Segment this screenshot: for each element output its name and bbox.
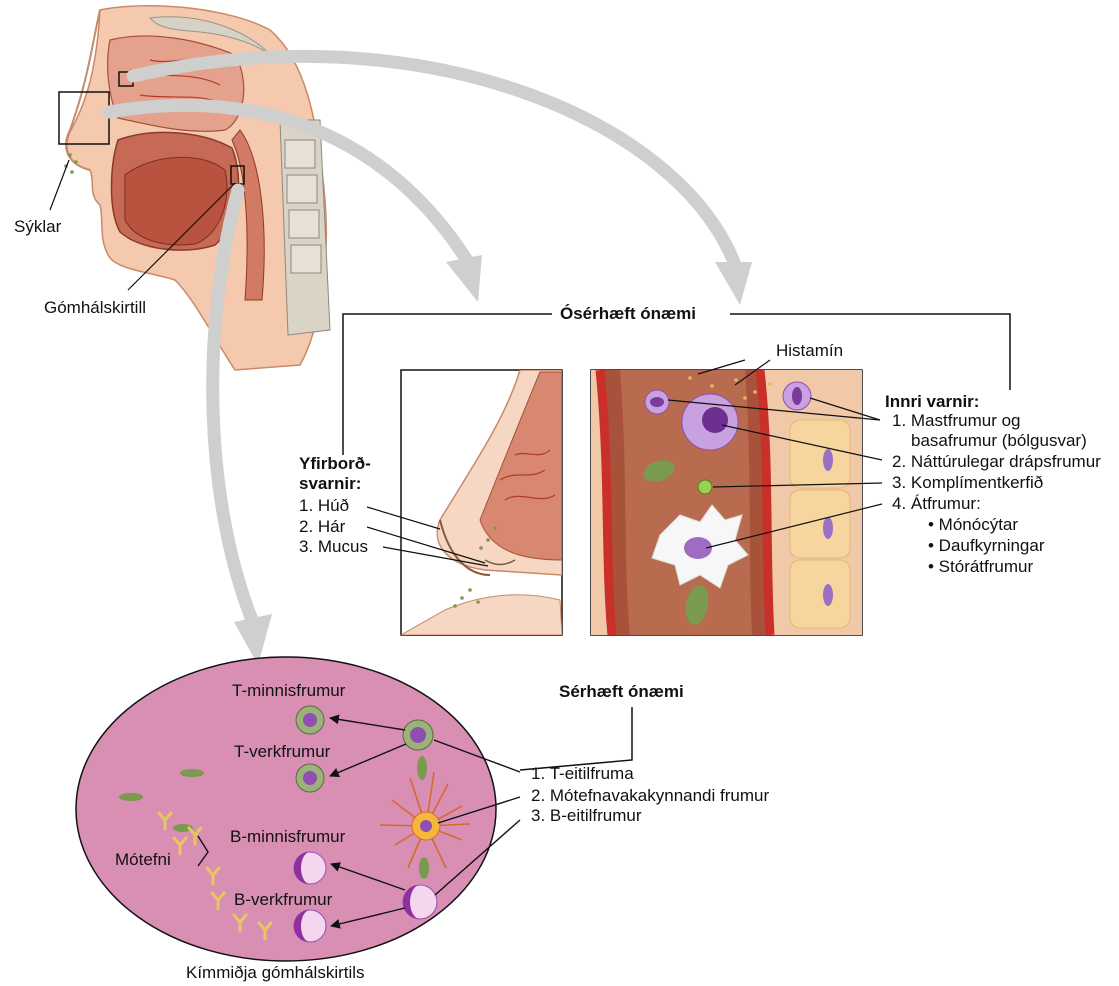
internal-item-3: 3. Komplímentkerfið [892,473,1044,492]
internal-item-1-cont: basafrumur (bólgusvar) [911,431,1087,450]
histamine-label: Histamín [776,341,844,360]
head-cross-section [49,4,331,371]
arrow-head-internal [715,262,752,305]
surface-pointers [366,506,489,567]
innate-immunity-title: Ósérhæft ónæmi [560,304,697,323]
internal-defenses-title: Innri varnir: [885,392,980,411]
antigen-presenting-cell [379,771,471,869]
germinal-center-label: Kímmiðja gómhálskirtils [186,963,365,982]
phagocyte-neutrophils: • Daufkyrningar [928,536,1045,555]
internal-item-2: 2. Náttúrulegar drápsfrumur [892,452,1101,471]
arrow-head-tonsil [234,614,272,665]
adaptive-bracket [519,707,633,771]
surface-defenses-title-1: Yfirborð- [299,454,371,473]
antibodies [157,811,273,941]
t-memory-label: T-minnisfrumur [232,681,346,700]
tonsil-label: Gómhálskirtill [44,298,147,317]
surface-item-skin: 1. Húð [299,496,350,515]
nasal-cavity [107,35,245,132]
surface-item-mucus: 3. Mucus [299,537,368,556]
surface-defenses-title-2: svarnir: [299,474,362,493]
b-cells [293,851,438,943]
phagocyte-macrophages: • Stórátfrumur [928,557,1034,576]
adaptive-immunity-title: Sérhæft ónæmi [559,682,684,701]
tongue [124,156,228,246]
adaptive-item-b-cells: 3. B-eitilfrumur [531,806,642,825]
pathogens-label: Sýklar [14,217,62,236]
germinal-center [75,656,521,962]
antibodies-label: Mótefni [115,850,171,869]
surface-item-hair: 2. Hár [299,517,346,536]
skull-bone [149,16,276,61]
innate-bracket [342,313,552,455]
internal-item-4: 4. Átfrumur: [892,494,981,513]
t-effector-label: T-verkfrumur [234,742,331,761]
vessel-panel [590,369,863,636]
internal-pointers [667,359,883,549]
t-cells [119,705,434,879]
zoom-arrows [102,49,742,627]
pharynx [231,129,265,301]
adaptive-item-apc: 2. Mótefnavakakynnandi frumur [531,786,770,805]
adaptive-item-t-cell: 1. T-eitilfruma [531,764,634,783]
internal-item-1: 1. Mastfrumur og [892,411,1021,430]
b-effector-label: B-verkfrumur [234,890,333,909]
nose-panel [400,369,563,636]
arrow-head-surface [446,255,482,302]
phagocyte-monocytes: • Mónócýtar [928,515,1019,534]
b-memory-label: B-minnisfrumur [230,827,346,846]
